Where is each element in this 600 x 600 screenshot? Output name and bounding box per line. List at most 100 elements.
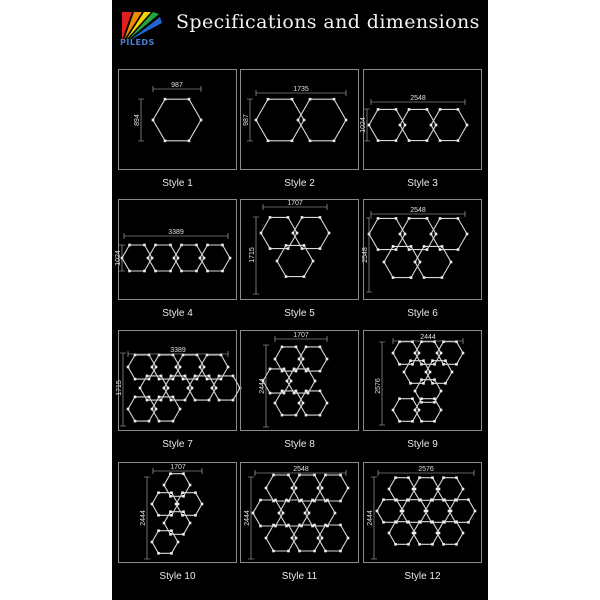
hexagon-connector (268, 391, 272, 395)
hexagon-connector (313, 379, 317, 383)
hexagon-connector (300, 524, 303, 528)
hexagon-connector (297, 401, 301, 405)
hexagon-connector (339, 499, 342, 503)
hexagon-connector (391, 408, 395, 412)
height-dimension-line (247, 98, 253, 142)
hexagon-connector (434, 232, 438, 236)
hexagon-connector (339, 523, 342, 527)
width-dimension-line (123, 233, 229, 239)
hexagon-connector (147, 353, 151, 357)
hexagon-connector (382, 498, 385, 501)
hexagon-connector (272, 523, 275, 527)
hexagon-connector (304, 389, 308, 393)
hexagon-connector (138, 386, 142, 390)
hexagon-connector (306, 391, 310, 395)
hexagon-connector (367, 123, 371, 127)
hexagon-connector (431, 382, 434, 385)
hexagon-connector (231, 398, 235, 402)
hexagon-connector (133, 377, 137, 381)
hexagon-connector (407, 217, 411, 220)
hexagon-connector (398, 420, 401, 423)
hexagon-connector (318, 247, 322, 250)
hexagon-connector (294, 389, 298, 393)
hexagon-connector (181, 377, 185, 381)
width-dimension-line (392, 338, 464, 344)
hexagon-connector (324, 549, 327, 553)
hexagon-connector (433, 397, 436, 400)
hexagon-connector (442, 363, 445, 366)
hexagon-connector (311, 259, 315, 263)
hexagon-connector (456, 248, 460, 251)
hexagon-connector (406, 498, 409, 501)
hexagon-connector (146, 256, 150, 260)
hexagon-light-tube (292, 216, 330, 250)
hexagon-connector (409, 359, 412, 362)
hexagon-connector (228, 256, 232, 260)
hexagon-connector (295, 231, 299, 235)
height-dimension-label: 2548 (362, 247, 369, 263)
hexagon-connector (290, 97, 294, 101)
hexagon-connector (285, 379, 289, 383)
hexagon-connector (318, 413, 322, 417)
hexagon-connector (154, 243, 157, 247)
hexagon-connector (443, 498, 446, 501)
hexagon-connector (286, 216, 290, 219)
hexagon-connector (411, 487, 415, 491)
hexagon-connector (300, 498, 303, 502)
width-dimension-line (152, 468, 203, 474)
style-caption: Style 10 (159, 571, 196, 582)
hexagon-connector (455, 363, 458, 366)
hexagon-connector (170, 514, 173, 517)
page-title: Specifications and dimensions (176, 11, 480, 33)
hexagon-connector (159, 398, 163, 402)
height-dimension-label: 1024 (360, 117, 367, 133)
hexagon-connector (439, 351, 443, 355)
hexagon-connector (151, 118, 155, 122)
height-dimension-label: 1715 (116, 380, 123, 396)
hexagon-connector (176, 256, 180, 260)
hexagon-connector (188, 521, 192, 525)
hexagon-connector (313, 473, 316, 477)
style-caption: Style 5 (284, 308, 315, 319)
hexagon-connector (205, 377, 209, 381)
hexagon-connector (344, 118, 348, 122)
hexagon-connector (316, 536, 320, 540)
hexagon-connector (339, 473, 342, 477)
hexagon-connector (266, 97, 270, 101)
hexagon-connector (425, 217, 429, 220)
hexagon-connector (303, 511, 307, 515)
hexagon-connector (157, 419, 161, 423)
height-dimension-line (144, 476, 150, 560)
hexagon-connector (182, 533, 185, 536)
hexagon-connector (188, 483, 192, 487)
hexagon-light-tube (424, 499, 452, 523)
hexagon-connector (407, 543, 410, 546)
height-dimension-label: 2444 (367, 510, 374, 526)
hexagon-connector (169, 533, 172, 536)
hexagon-connector (409, 245, 413, 248)
hexagon-light-tube (388, 521, 416, 545)
hexagon-connector (339, 549, 342, 553)
hexagon-connector (169, 472, 172, 475)
hexagon-connector (292, 367, 296, 371)
hexagon-connector (187, 139, 191, 143)
hexagon-connector (294, 486, 298, 490)
hexagon-connector (425, 509, 429, 513)
hexagon-connector (438, 217, 442, 220)
height-dimension-line (253, 216, 259, 295)
hexagon-connector (435, 487, 439, 491)
hexagon-connector (170, 552, 173, 555)
hexagon-connector (274, 524, 277, 528)
hexagon-connector (439, 389, 443, 393)
hexagon-connector (195, 353, 199, 357)
hexagon-connector (171, 377, 175, 381)
hexagon-connector (431, 359, 434, 362)
hexagon-connector (394, 248, 398, 251)
